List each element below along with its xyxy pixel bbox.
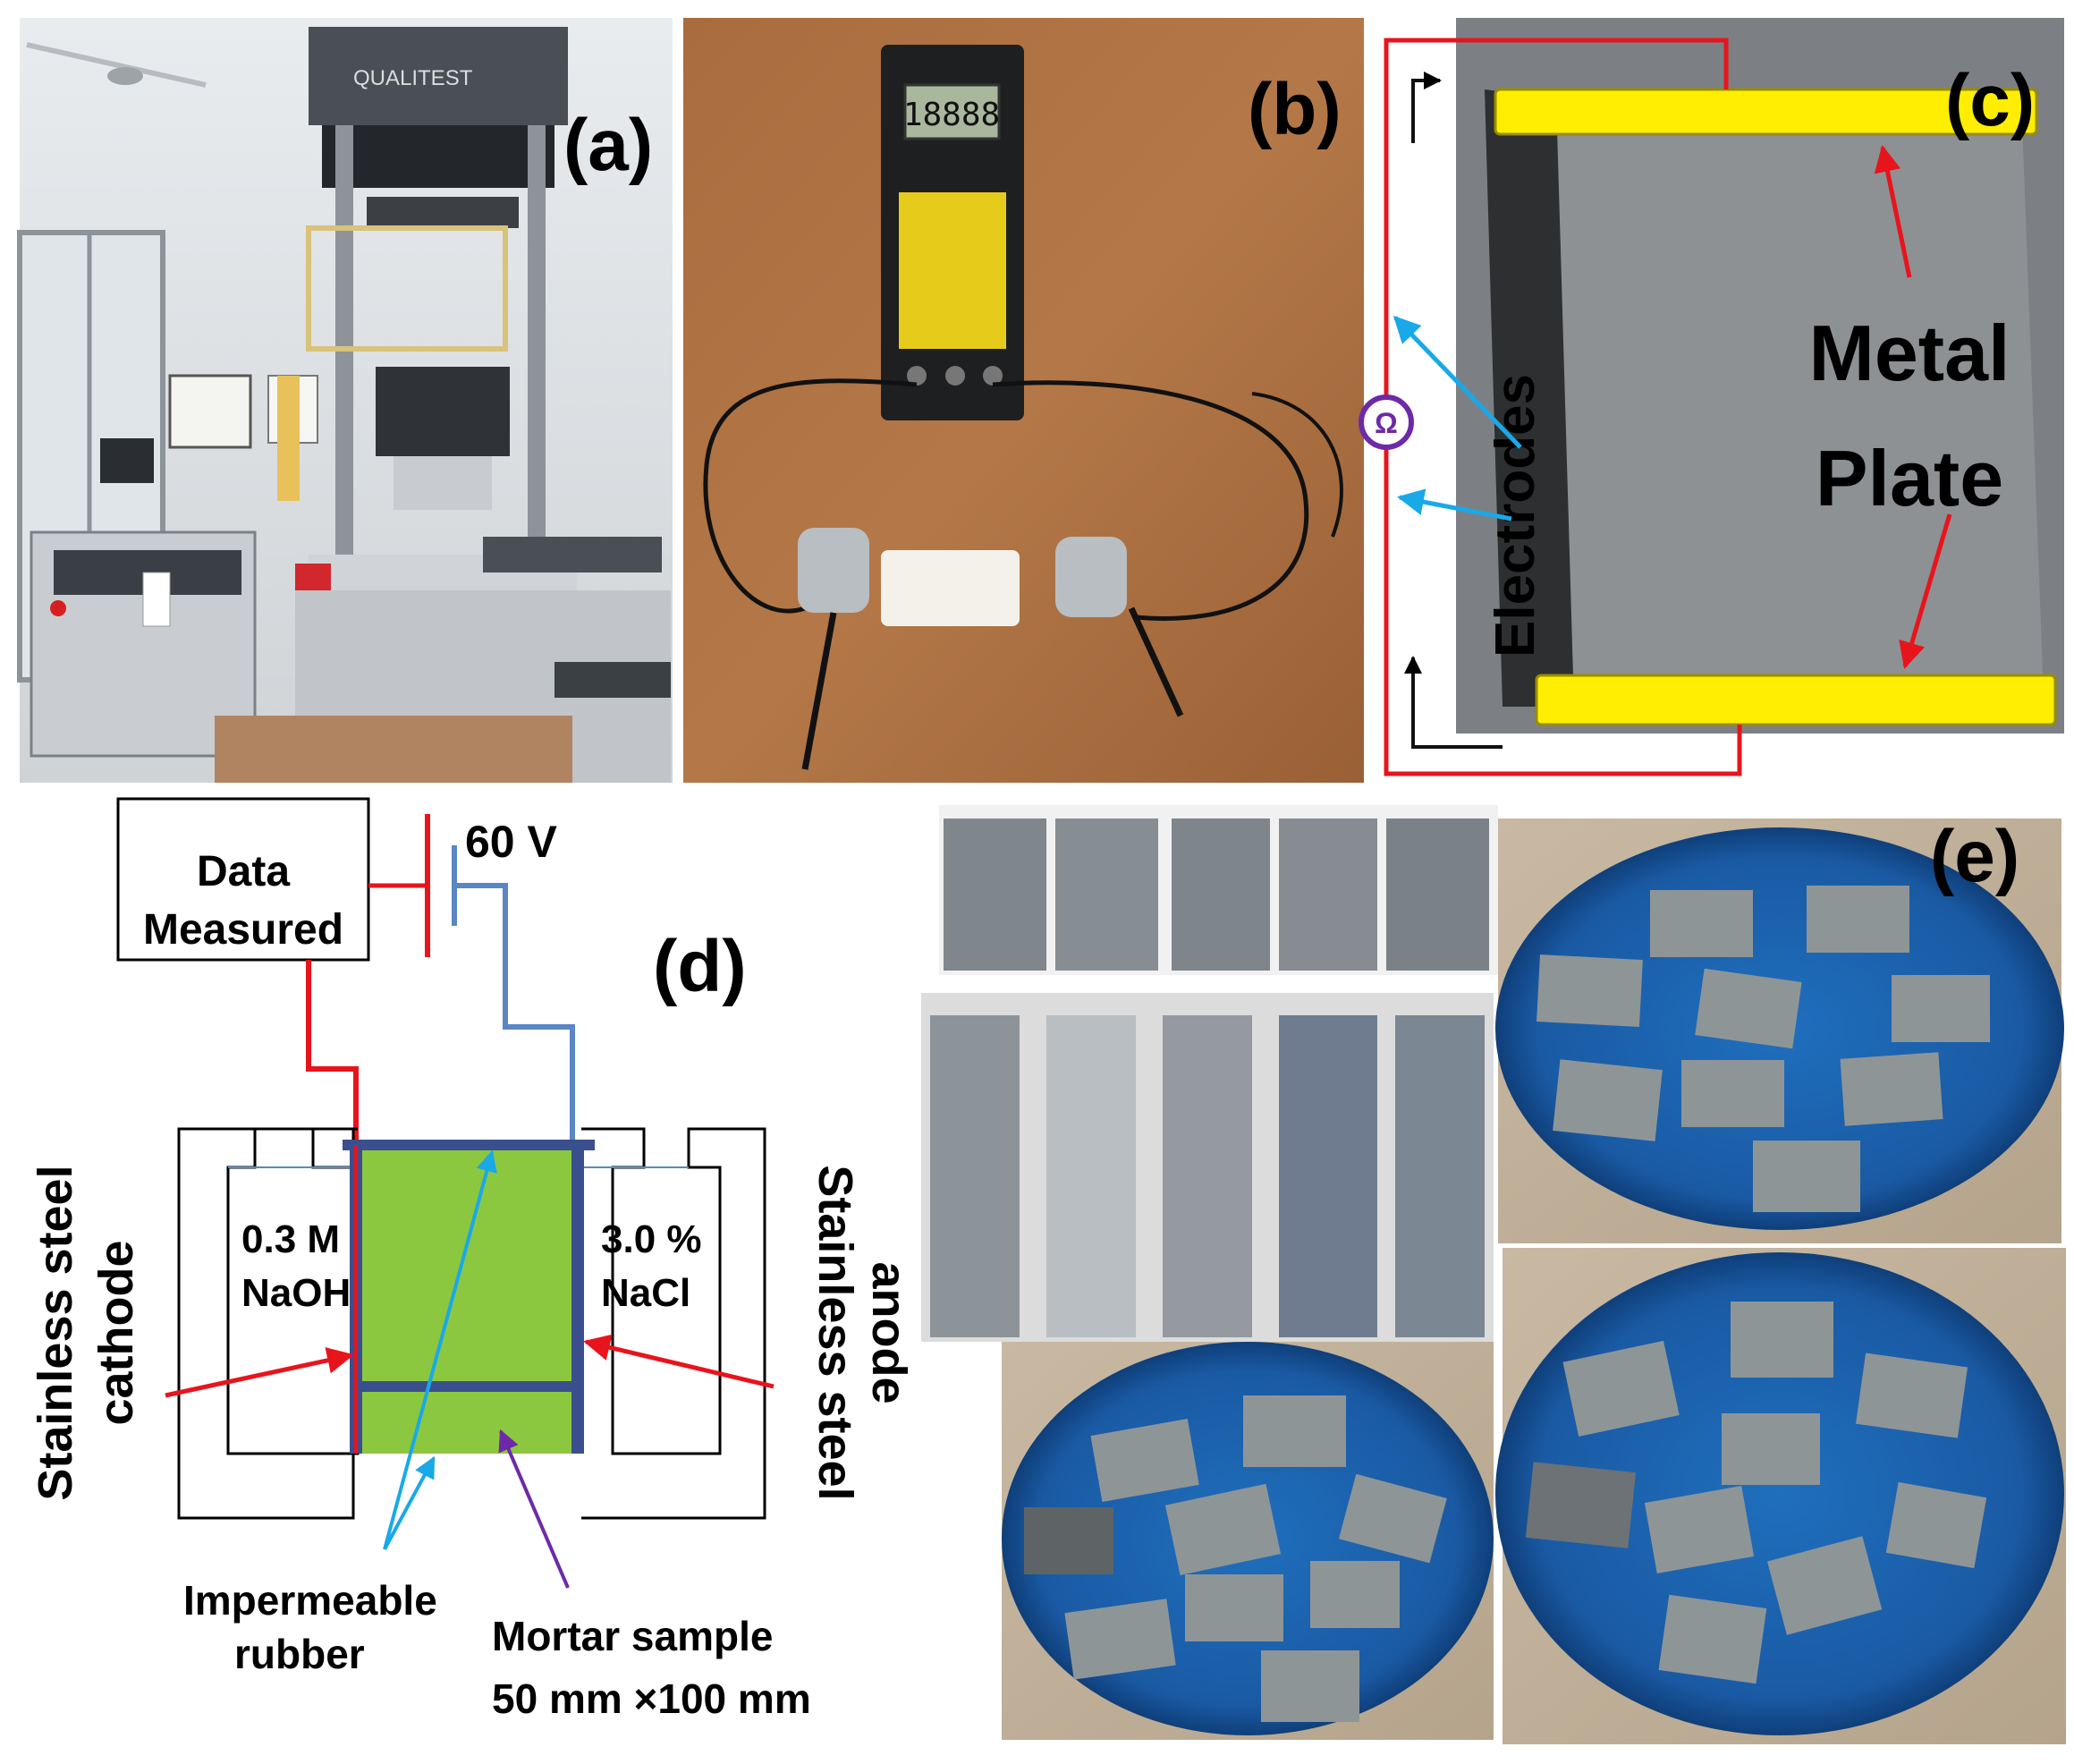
ultrasonic-tester: 18888 [881,45,1024,420]
current-arrow-bottom [1404,656,1503,749]
cathode-wire [306,960,359,1454]
machine-brand: QUALITEST [353,66,473,90]
rubber-arrow-1 [383,1455,436,1550]
metal-plate-label-line2: Plate [1816,434,2003,522]
panel-label-e: (e) [1930,816,2019,897]
mortar-specimen [358,1145,580,1454]
ohm-symbol: Ω [1375,407,1398,439]
panel-c: Ω Electrodes Metal Plate [1359,18,2064,776]
panel-e-photo [921,805,2066,1744]
tester-display: 18888 [903,97,1000,133]
left-solution-line1: 0.3 M [241,1217,340,1261]
specimen-cylinder [881,550,1020,626]
voltage-label: 60 V [465,817,558,867]
transducer-right [1055,537,1184,717]
plate-arrow-top [1874,145,1912,278]
rubber-arrow-2 [383,1149,497,1550]
data-box-line1: Data [197,848,290,895]
panel-label-b: (b) [1248,69,1342,150]
electrode-arrow-2 [1397,488,1512,522]
panel-a-photo: QUALITEST [17,18,673,783]
sample-label-line1: Mortar sample [492,1613,773,1659]
metal-plate-label-line1: Metal [1809,309,2011,397]
anode-arrow [583,1334,775,1389]
prism-row [930,1015,1485,1337]
sample-arrow [498,1429,570,1589]
plate-arrow-bottom [1899,513,1952,669]
electrode-arrow-1 [1393,315,1522,449]
concrete-specimen [1520,89,2044,707]
ohmmeter-icon [1359,394,1414,450]
bottom-metal-plate [1535,674,2057,726]
rubber-label-line1: Impermeable [183,1577,437,1624]
right-solution-line2: NaCl [601,1271,690,1315]
cube-row [944,818,1489,971]
left-solution-line2: NaOH [241,1271,351,1315]
panel-label-a: (a) [563,105,653,186]
panel-label-d: (d) [653,926,747,1007]
anode-label-line1: Stainless steel [808,1165,862,1500]
ceiling-fan-icon [26,42,207,88]
current-arrow-top [1411,72,1442,143]
cathode-arrow [165,1347,354,1398]
anode-label-line2: anode [862,1261,916,1404]
cathode-label-line2: cathode [89,1240,143,1425]
cathode-label-line1: Stainless steel [29,1165,82,1500]
panel-d: Data Measured 60 V 0.3 M NaOH 3.0 % NaCl… [29,797,916,1722]
left-cell-outline [179,1127,360,1455]
data-measured-box [116,797,370,962]
panel-b-photo: 18888 [683,18,1364,783]
sample-label-line2: 50 mm ×100 mm [492,1675,811,1722]
transducer-left [798,528,869,770]
right-solution-line1: 3.0 % [601,1217,702,1261]
rubber-label-line2: rubber [234,1631,365,1677]
panel-label-c: (c) [1945,60,2035,141]
data-box-line2: Measured [143,906,343,954]
top-metal-plate [1494,88,2038,136]
right-cell-outline [581,1127,766,1520]
